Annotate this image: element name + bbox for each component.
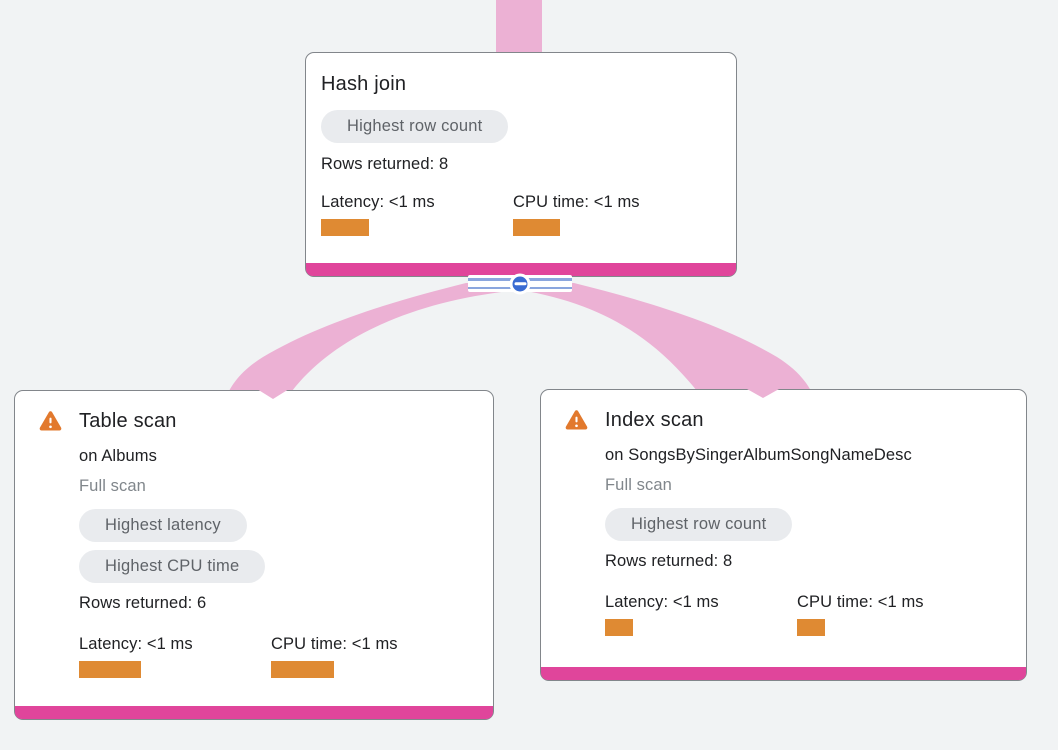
cpu-time-label: CPU time: <1 ms	[513, 193, 640, 211]
node-accent-strip	[306, 263, 736, 276]
node-card-hash-join[interactable]: Hash join Highest row count Rows returne…	[305, 52, 737, 277]
badge-highest-latency: Highest latency	[79, 509, 247, 542]
latency-label: Latency: <1 ms	[79, 635, 193, 653]
node-accent-strip	[15, 706, 493, 719]
edge-collapse-control	[468, 273, 572, 294]
scan-type: Full scan	[605, 476, 672, 494]
latency-bar	[321, 219, 369, 236]
warning-icon	[39, 408, 79, 678]
badge-highest-row-count: Highest row count	[321, 110, 509, 143]
cpu-time-label: CPU time: <1 ms	[797, 593, 924, 611]
latency-bar	[79, 661, 141, 678]
edge-left-child-link	[229, 283, 520, 391]
cpu-time-bar	[797, 619, 825, 636]
latency-bar	[605, 619, 633, 636]
badge-highest-cpu-time: Highest CPU time	[79, 550, 266, 583]
scan-type: Full scan	[79, 477, 146, 495]
collapse-children-button[interactable]	[509, 273, 531, 294]
rows-returned-text: Rows returned: 6	[79, 594, 207, 612]
latency-label: Latency: <1 ms	[321, 193, 435, 211]
node-card-index-scan[interactable]: Index scan on SongsBySingerAlbumSongName…	[540, 389, 1027, 681]
edge-parent-link	[496, 0, 542, 56]
badge-highest-row-count: Highest row count	[605, 508, 793, 541]
node-card-table-scan[interactable]: Table scan on Albums Full scan Highest l…	[14, 390, 494, 720]
node-title: Hash join	[321, 73, 407, 95]
minus-icon	[514, 282, 526, 285]
latency-label: Latency: <1 ms	[605, 593, 719, 611]
scan-target: on SongsBySingerAlbumSongNameDesc	[605, 446, 912, 464]
cpu-time-bar	[513, 219, 560, 236]
node-accent-strip	[541, 667, 1026, 680]
warning-icon	[565, 407, 605, 636]
edge-right-child-link	[520, 283, 811, 391]
cpu-time-label: CPU time: <1 ms	[271, 635, 398, 653]
rows-returned-text: Rows returned: 8	[605, 552, 733, 570]
node-title: Table scan	[79, 410, 177, 432]
rows-returned-text: Rows returned: 8	[321, 155, 449, 173]
cpu-time-bar	[271, 661, 334, 678]
scan-target: on Albums	[79, 447, 157, 465]
node-title: Index scan	[605, 409, 704, 431]
